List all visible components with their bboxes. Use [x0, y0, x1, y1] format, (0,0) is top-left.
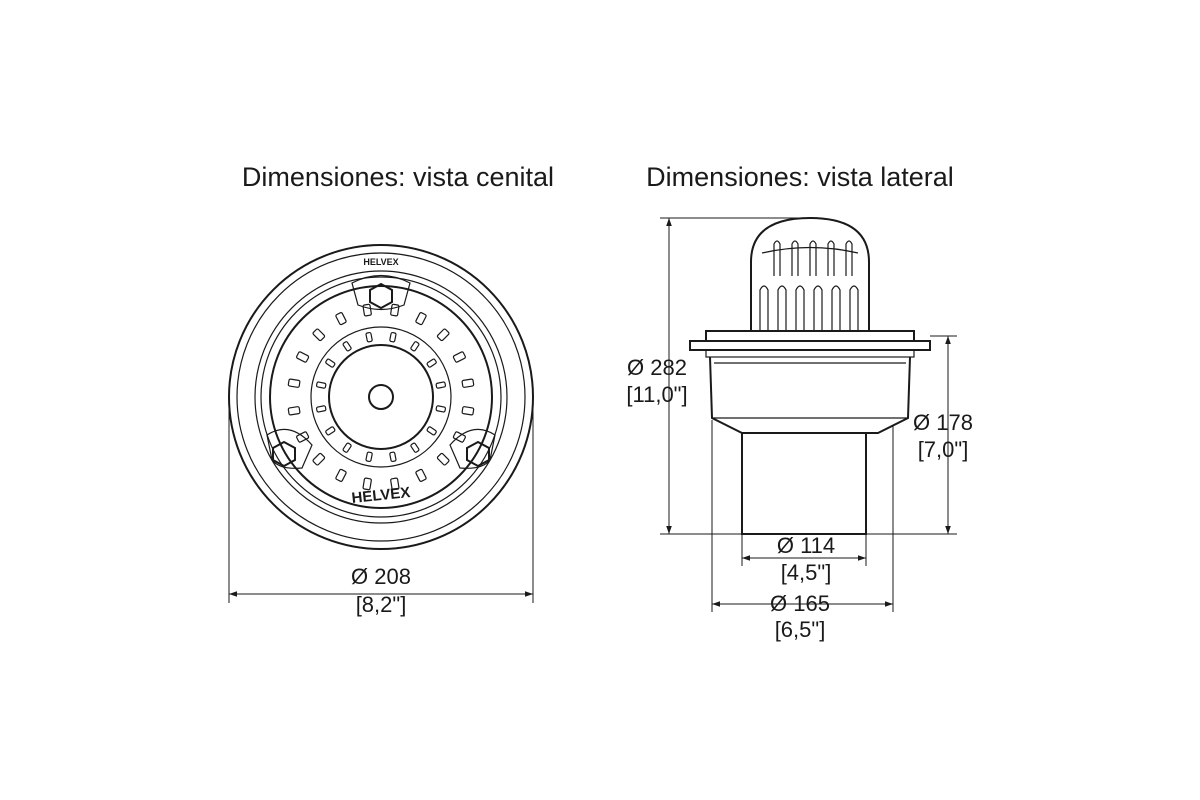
- slot: [296, 351, 310, 363]
- slot: [410, 442, 420, 453]
- flange-top: [705, 330, 915, 342]
- side-body-mm: Ø 178: [913, 410, 973, 435]
- slot: [390, 477, 400, 491]
- slot: [362, 303, 372, 317]
- flange-rim: [689, 340, 931, 351]
- flange-outer-ring: [228, 244, 534, 550]
- brand-mark-large: HELVEX: [351, 484, 411, 507]
- side-body-height-dimension: Ø 178 [7,0"]: [866, 335, 973, 535]
- dome-slot-upper: [809, 240, 817, 276]
- top-diameter-dimension: Ø 208 [8,2"]: [228, 400, 534, 617]
- slot: [312, 452, 326, 466]
- slot: [325, 426, 336, 436]
- dome-outer-ring: [269, 285, 493, 509]
- clamp-ring-outer: [254, 270, 508, 524]
- dome-slot: [795, 285, 805, 330]
- dome-slot: [777, 285, 787, 330]
- top-diameter-in: [8,2"]: [356, 592, 407, 617]
- dome-slot-upper: [773, 240, 781, 276]
- clamp-ring-inner: [260, 276, 502, 518]
- slot: [452, 431, 466, 443]
- side-body-in: [7,0"]: [918, 437, 969, 462]
- side-overall-height-dimension: Ø 282 [11,0"]: [626, 217, 810, 535]
- slot: [415, 312, 427, 326]
- brand-mark-small: HELVEX: [363, 257, 398, 267]
- outlet-diameter-dimension: Ø 114 [4,5"]: [741, 533, 867, 585]
- slot: [461, 378, 475, 388]
- top-diameter-mm: Ø 208: [351, 564, 411, 589]
- slot: [452, 351, 466, 363]
- side-view-title: Dimensiones: vista lateral: [646, 162, 954, 192]
- slot: [426, 426, 437, 436]
- dome-slot: [813, 285, 823, 330]
- bolt-lug-top: [351, 274, 411, 311]
- slot: [389, 451, 397, 463]
- slot: [365, 451, 373, 463]
- top-view-drawing: HELVEX HELVEX: [228, 244, 534, 550]
- dome-slot-upper: [791, 240, 799, 276]
- bolt-lug-right: [449, 428, 496, 469]
- slot: [435, 405, 447, 413]
- body-diameter-in: [6,5"]: [775, 617, 826, 642]
- outlet-pipe: [741, 432, 867, 535]
- dome-strainer-slots: [759, 240, 859, 330]
- drain-body: [709, 356, 911, 434]
- slot: [315, 381, 327, 389]
- slot: [287, 378, 301, 388]
- dome-top-ring: [328, 344, 434, 450]
- slot: [296, 431, 310, 443]
- slot: [435, 381, 447, 389]
- slot: [365, 331, 373, 343]
- body-diameter-dimension: Ø 165 [6,5"]: [711, 420, 894, 642]
- outlet-diameter-in: [4,5"]: [781, 560, 832, 585]
- slot: [436, 452, 450, 466]
- top-view-title: Dimensiones: vista cenital: [242, 162, 554, 192]
- slot: [335, 468, 347, 482]
- slot: [342, 341, 352, 352]
- dome-mid-ring: [310, 326, 452, 468]
- slot: [461, 406, 475, 416]
- flange-inner-ring: [236, 252, 526, 542]
- slot: [362, 477, 372, 491]
- dome-slot: [831, 285, 841, 330]
- slot: [342, 442, 352, 453]
- slot: [390, 303, 400, 317]
- dome-slot-upper: [827, 240, 835, 276]
- side-overall-in: [11,0"]: [626, 382, 687, 407]
- slot: [410, 341, 420, 352]
- dome-outer-slots: [287, 303, 475, 491]
- slot: [312, 328, 326, 342]
- slot: [315, 405, 327, 413]
- slot: [287, 406, 301, 416]
- outlet-diameter-mm: Ø 114: [777, 533, 835, 558]
- slot: [325, 358, 336, 368]
- slot: [426, 358, 437, 368]
- slot: [436, 328, 450, 342]
- dome-inner-slots: [315, 331, 447, 463]
- dome-slot: [759, 285, 769, 330]
- bolt-lug-left: [266, 428, 313, 469]
- slot: [415, 468, 427, 482]
- center-hole: [368, 384, 394, 410]
- side-overall-mm: Ø 282: [627, 355, 687, 380]
- side-view-drawing: [689, 216, 931, 535]
- slot: [389, 331, 397, 343]
- slot: [335, 312, 347, 326]
- dome-slot-upper: [845, 240, 853, 276]
- body-diameter-mm: Ø 165: [770, 591, 830, 616]
- dome-slot: [849, 285, 859, 330]
